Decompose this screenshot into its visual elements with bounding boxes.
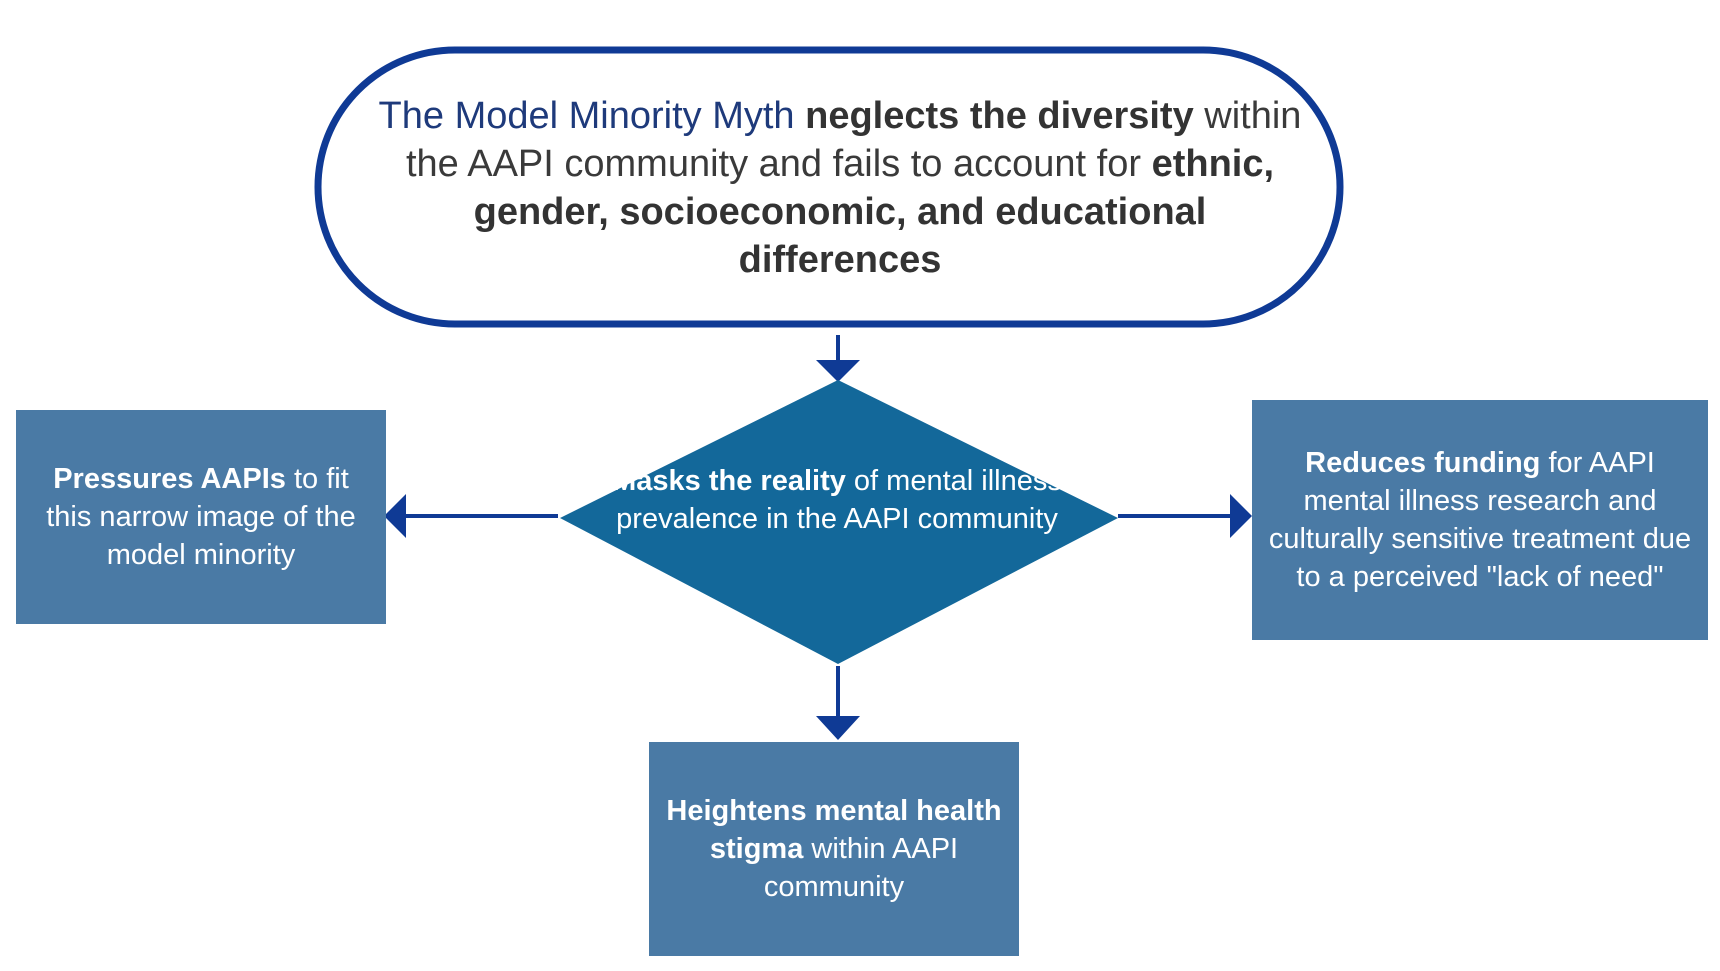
myth-title: The Model Minority Myth xyxy=(378,95,795,137)
neglects-phrase: neglects the diversity xyxy=(805,95,1194,137)
left-rest: to fit this narrow image of the model mi… xyxy=(46,463,356,571)
left-box: Pressures AAPIs to fit this narrow image… xyxy=(16,410,386,624)
center-rest: of mental illness prevalence in the AAPI… xyxy=(616,465,1062,535)
left-bold: Pressures AAPIs xyxy=(53,463,286,495)
bottom-rest: within AAPI community xyxy=(763,833,959,903)
arrow-center-to-right-head xyxy=(1230,494,1252,538)
differences-phrase: ethnic, gender, socioeconomic, and educa… xyxy=(473,143,1275,281)
left-box-text: Pressures AAPIs to fit this narrow image… xyxy=(30,460,372,574)
top-oval xyxy=(314,46,1344,328)
center-diamond xyxy=(560,380,1118,664)
right-bold: Reduces funding xyxy=(1305,447,1541,479)
center-statement: Masks the reality of mental illness prev… xyxy=(590,462,1084,538)
right-rest: for AAPI mental illness research and cul… xyxy=(1268,447,1692,593)
arrow-top-to-center-head xyxy=(816,360,860,382)
bottom-box-text: Heightens mental health stigma within AA… xyxy=(663,792,1005,906)
top-statement: The Model Minority Myth neglects the div… xyxy=(370,92,1310,284)
community-phrase: within the AAPI community and fails to a… xyxy=(405,95,1302,185)
right-box: Reduces funding for AAPI mental illness … xyxy=(1252,400,1708,640)
right-box-text: Reduces funding for AAPI mental illness … xyxy=(1266,444,1694,596)
bottom-box: Heightens mental health stigma within AA… xyxy=(649,742,1019,956)
arrow-center-to-left-head xyxy=(384,494,406,538)
bottom-bold: Heightens mental health stigma xyxy=(666,795,1002,865)
center-bold: Masks the reality xyxy=(612,465,846,497)
arrow-center-to-bottom-head xyxy=(816,716,860,740)
